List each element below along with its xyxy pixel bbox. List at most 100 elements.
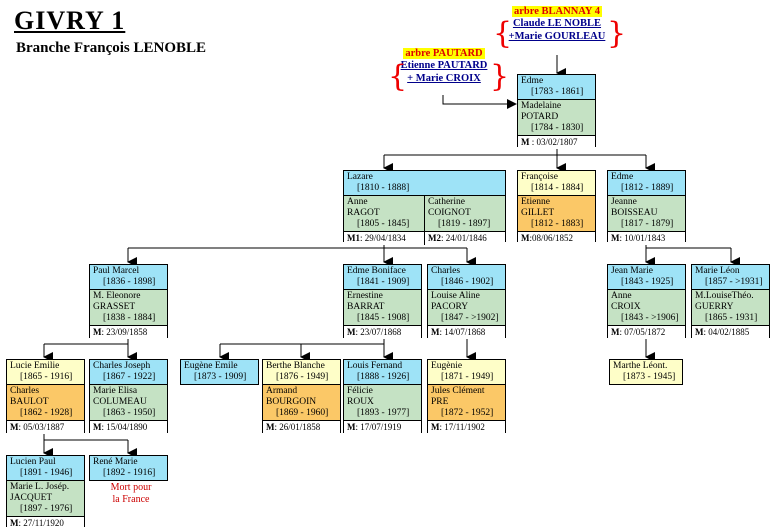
marriage-date: : 07/05/1872 (619, 327, 666, 337)
spouse-dates: [1845 - 1908] (357, 313, 410, 323)
person-dates: [1867 - 1922] (103, 372, 156, 382)
person-name-text: René Marie (93, 457, 138, 467)
person-name: Edme[1783 - 1861] (518, 75, 595, 100)
spouse-dates: [1847 - >1902] (441, 313, 499, 323)
person-card-marthe-leont[interactable]: Marthe Léont.[1873 - 1945] (609, 359, 683, 385)
person-dates: [1843 - 1925] (621, 277, 674, 287)
page-title: GIVRY 1 (14, 6, 126, 35)
marriage-date: : 04/02/1885 (703, 327, 750, 337)
person-name-text: Eugènie (431, 361, 463, 371)
person-name-text: Edme (611, 172, 634, 182)
marriage-label: M (266, 422, 275, 432)
spouse-name: Etienne (521, 197, 551, 207)
marriage-date: : 17/07/1919 (355, 422, 402, 432)
marriage-2: M2: 24/01/1846 (424, 232, 505, 245)
person-dates: [1888 - 1926] (357, 372, 410, 382)
spouse-surname: GRASSET (93, 302, 136, 312)
spouse-dates: [1872 - 1952] (441, 408, 494, 418)
ref-pautard-line1[interactable]: Etienne PAUTARD (400, 60, 488, 71)
marriage: M: 04/02/1885 (692, 326, 769, 339)
ref-blannay-line2[interactable]: +Marie GOURLEAU (508, 31, 606, 42)
person-dates: [1814 - 1884] (531, 183, 584, 193)
person-name-text: Marthe Léont. (613, 361, 668, 371)
marriage: M: 10/01/1843 (608, 232, 685, 245)
spouse-surname: COLUMEAU (93, 397, 147, 407)
marriage-date: : 26/01/1858 (274, 422, 321, 432)
ref-pautard-line2[interactable]: + Marie CROIX (407, 73, 481, 84)
person-dates: [1836 - 1898] (103, 277, 156, 287)
person-name: Edme Boniface[1841 - 1909] (344, 265, 421, 290)
person-card-marie-leon[interactable]: Marie Léon[1857 - >1931] M.LouiseThéo.GU… (691, 264, 770, 339)
marriage-label: M (611, 327, 620, 337)
marriage-date: : 23/09/1858 (101, 327, 148, 337)
person-dates: [1810 - 1888] (357, 183, 410, 193)
person-dates: [1873 - 1909] (194, 372, 247, 382)
marriage-label: M (695, 327, 704, 337)
ref-blannay[interactable]: arbre BLANNAY 4 Claude LE NOBLE +Marie G… (497, 6, 617, 43)
spouse-name: M.LouiseThéo. (695, 291, 754, 301)
ref-blannay-line1[interactable]: Claude LE NOBLE (512, 18, 602, 29)
right-brace-icon: } (607, 16, 627, 51)
person-dates: [1891 - 1946] (20, 468, 73, 478)
person-name: Jean Marie[1843 - 1925] (608, 265, 685, 290)
marriage-label: M (611, 233, 620, 243)
person-name: Lucien Paul[1891 - 1946] (7, 456, 84, 481)
marriage: M: 15/04/1890 (90, 421, 167, 434)
marriage-date: : 03/02/1807 (531, 137, 578, 147)
person-dates: [1876 - 1949] (276, 372, 329, 382)
spouse-name: Madelaine (521, 101, 562, 111)
spouse-name: M. Eleonore (93, 291, 141, 301)
person-dates: [1857 - >1931] (705, 277, 763, 287)
spouse-name: Catherine (428, 197, 465, 207)
spouse-name: Anne (347, 197, 368, 207)
spouse-surname: GILLET (521, 208, 555, 218)
mort-pour-la-france-note: Mort pour la France (96, 482, 166, 506)
spouse-name: Charles (10, 386, 40, 396)
spouse-surname: POTARD (521, 112, 559, 122)
person-card-lucien-paul[interactable]: Lucien Paul[1891 - 1946] Marie L. Josép.… (6, 455, 85, 530)
spouse-dates: [1817 - 1879] (621, 219, 674, 229)
person-dates: [1865 - 1916] (20, 372, 73, 382)
spouse-name: Ernestine (347, 291, 383, 301)
spouse-name: Marie L. Josép. (10, 482, 70, 492)
marriage-label: M (521, 137, 530, 147)
spouse-name: Anne (611, 291, 632, 301)
person-card-eugene-emile[interactable]: Eugène Emile[1873 - 1909] (180, 359, 259, 385)
person-dates: [1846 - 1902] (441, 277, 494, 287)
marriage: M: 17/11/1902 (428, 421, 505, 434)
spouse-dates: [1893 - 1977] (357, 408, 410, 418)
spouse-surname: BOURGOIN (266, 397, 317, 407)
person-name: Marie Léon[1857 - >1931] (692, 265, 769, 290)
spouse-name: Jeanne (611, 197, 637, 207)
person-name-text: Paul Marcel (93, 266, 140, 276)
marriage: M: 17/07/1919 (344, 421, 421, 434)
marriage-date: :08/06/1852 (529, 233, 574, 243)
spouse-dates: [1838 - 1884] (103, 313, 156, 323)
person-dates: [1892 - 1916] (103, 468, 156, 478)
person-name-text: Charles Joseph (93, 361, 151, 371)
person-card-rene-marie[interactable]: René Marie[1892 - 1916] (89, 455, 168, 481)
marriage-date: : 17/11/1902 (439, 422, 485, 432)
person-name: Berthe Blanche[1876 - 1949] (263, 360, 340, 385)
link-pautard-madelaine (442, 95, 517, 109)
ref-pautard[interactable]: arbre PAUTARD Etienne PAUTARD + Marie CR… (393, 48, 495, 85)
